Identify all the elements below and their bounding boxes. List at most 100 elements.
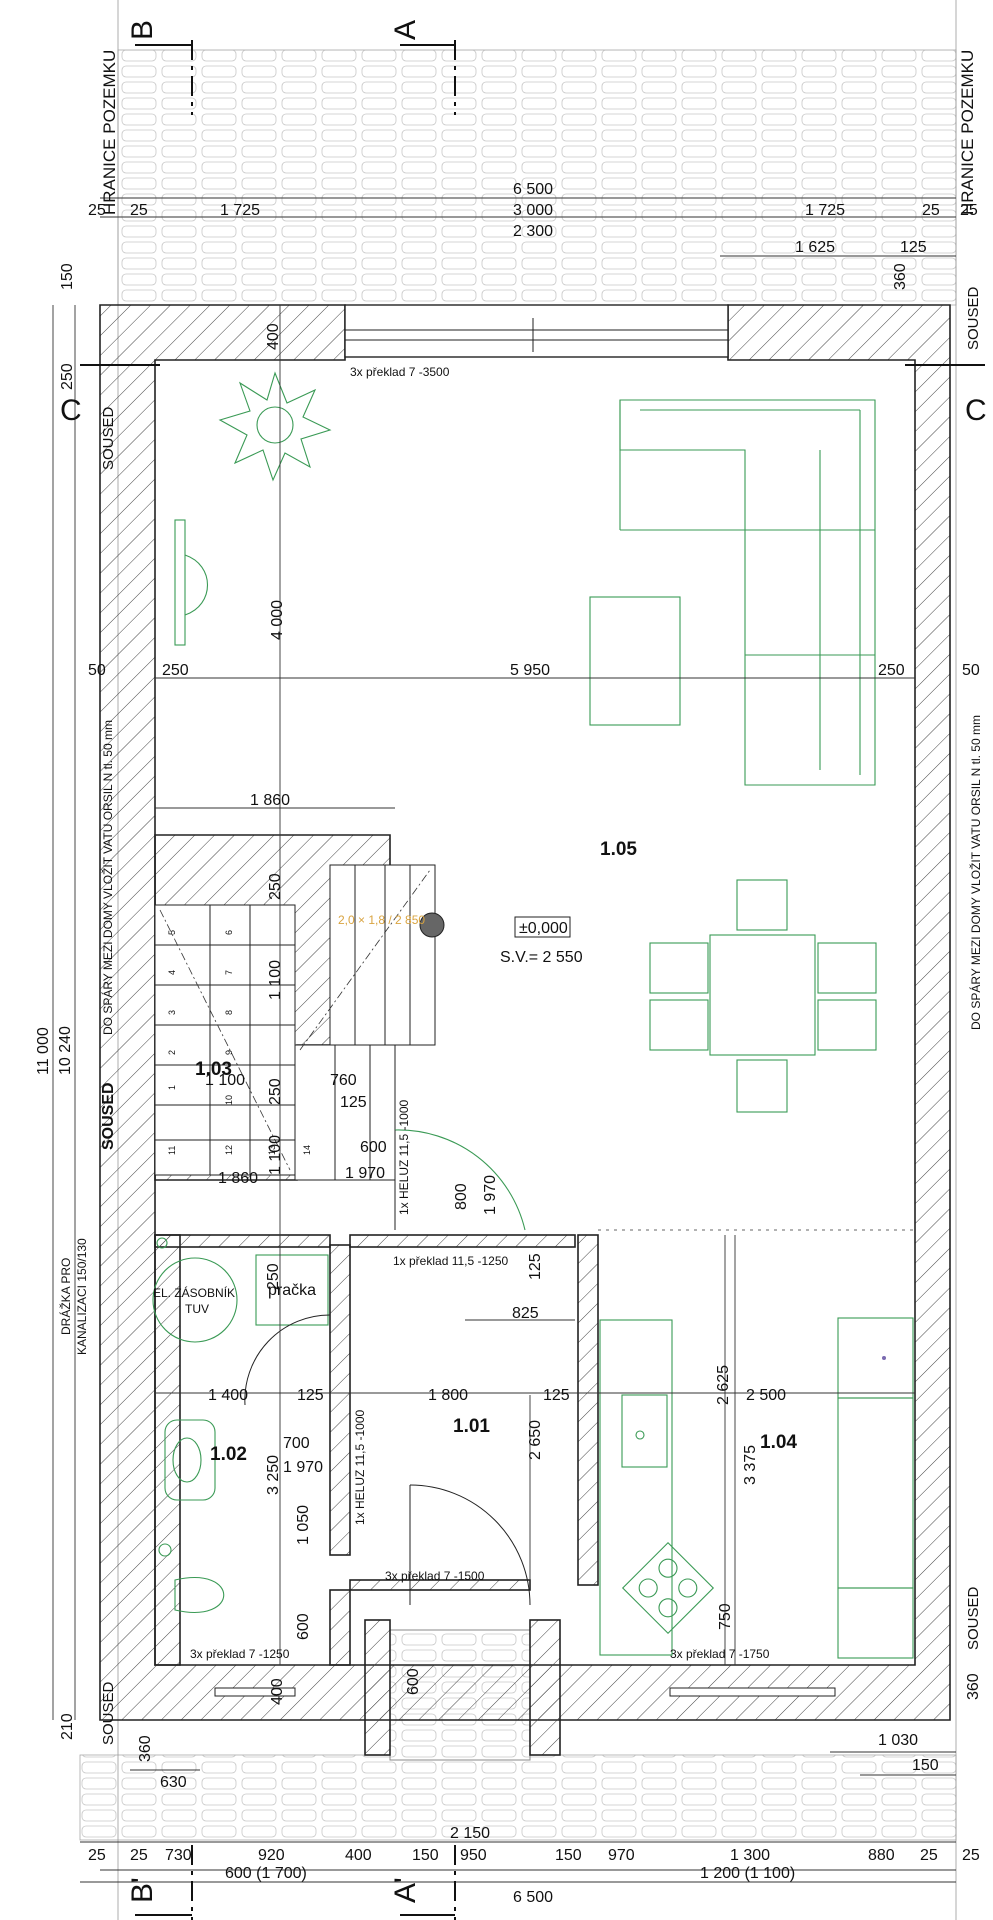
washer-label: pračka [268,1282,316,1299]
dim-row-50b: 50 [962,662,980,679]
terrace-paving-bottom [79,1754,957,1841]
room-105: 1.05 [600,839,637,860]
dim-top-1725a: 1 725 [220,202,260,219]
stair-height: S.V.= 2 550 [500,949,583,966]
dim-b-1300: 1 300 [730,1847,770,1864]
heluz-2: 1x HELUZ 11,5 -1000 [353,1410,367,1525]
dim-b-25d: 25 [962,1847,980,1864]
stair-step-6: 6 [224,930,234,935]
dim-b-total: 6 500 [513,1889,553,1906]
plot-boundary-left: HRANICE POZEMKU [100,50,119,215]
dim-row-250a: 250 [162,662,189,679]
dim-b-400: 400 [345,1847,372,1864]
gap-note-left: DO SPÁRY MEZI DOMY VLOŽIT VATU ORSIL N t… [100,720,115,1035]
stair-step-2: 2 [167,1050,177,1055]
dim-r-2625: 2 625 [715,1365,732,1405]
stair-step-11: 11 [167,1146,177,1155]
room-102: 1.02 [210,1444,247,1465]
dim-b-950: 950 [460,1847,487,1864]
dim-top-1725b: 1 725 [805,202,845,219]
dim-b-630: 630 [160,1774,187,1791]
dim-top-25a: 25 [88,202,106,219]
dim-s-760: 760 [330,1072,357,1089]
dim-b-730: 730 [165,1847,192,1864]
dim-s-600: 600 [360,1139,387,1156]
dim-b-210: 210 [59,1713,76,1740]
dim-top-400: 400 [265,323,282,350]
dim-top-1625: 1 625 [795,239,835,256]
dim-row-50a: 50 [88,662,106,679]
dim-left-150: 150 [59,263,76,290]
dim-s-1970b: 1 970 [482,1175,499,1215]
window-bottom-left [214,1687,296,1697]
stair-step-12: 12 [224,1145,234,1155]
dim-top-2300: 2 300 [513,223,553,240]
dim-r-3250: 3 250 [265,1455,282,1495]
dim-825: 825 [512,1305,539,1322]
dim-r-1050: 1 050 [295,1505,312,1545]
dim-top-125: 125 [900,239,927,256]
dim-b-2150: 2 150 [450,1825,490,1842]
dim-b-150b: 150 [555,1847,582,1864]
dim-r-1800: 1 800 [428,1387,468,1404]
dim-r-125b: 125 [543,1387,570,1404]
dim-top-360: 360 [892,263,909,290]
neighbor-label-3: SOUSED [100,1681,117,1745]
dim-b-920: 920 [258,1847,285,1864]
dim-b-25a: 25 [88,1847,106,1864]
dim-125v: 125 [527,1253,544,1280]
dim-b-360: 360 [137,1735,154,1762]
dim-s-250b: 250 [267,1078,284,1105]
dim-top-25d: 25 [960,202,978,219]
tank-label-1: EL. ZÁSOBNÍK [153,1285,235,1300]
section-a-top: A [389,20,422,40]
stair-step-8: 8 [224,1010,234,1015]
stair-step-13: 13 [267,1145,277,1155]
drain-note-2: KANALIZACI 150/130 [75,1238,89,1355]
plot-boundary-right: HRANICE POZEMKU [958,50,977,215]
room-103: 1.03 [195,1059,232,1080]
dim-b-970: 970 [608,1847,635,1864]
neighbor-label-2: SOUSED [100,1082,117,1150]
room-104: 1.04 [760,1432,797,1453]
lintel-101-top: 1x překlad 11,5 -1250 [393,1254,509,1268]
dim-left-11000: 11 000 [35,1027,52,1075]
dim-left-250: 250 [59,363,76,390]
stair-step-3: 3 [167,1010,177,1015]
dim-b-150a: 150 [412,1847,439,1864]
garden-paving-top [117,49,957,306]
dim-s-1100b: 1 100 [205,1072,245,1089]
dim-r-1400: 1 400 [208,1387,248,1404]
stair-step-7: 7 [224,970,234,975]
dim-s-1100c: 1 100 [267,1135,284,1175]
dim-s-1100: 1 100 [267,960,284,1000]
stair-step-10: 10 [224,1095,234,1105]
dim-row-5950: 5 950 [510,662,550,679]
gap-note-right: DO SPÁRY MEZI DOMY VLOŽIT VATU ORSIL N t… [968,715,983,1030]
lintel-101-bottom: 3x překlad 7 -1500 [385,1569,485,1583]
dim-b-1030: 1 030 [878,1732,918,1749]
dim-r-600: 600 [295,1613,312,1640]
stair-step-5: 5 [167,930,177,935]
dim-b-25c: 25 [920,1847,938,1864]
stair-step-14: 14 [302,1145,312,1155]
dim-s-1860b: 1 860 [218,1170,258,1187]
dim-top-3000: 3 000 [513,202,553,219]
section-b-bottom: B' [126,1877,159,1903]
section-b-top: B [126,20,159,40]
dim-left-10240: 10 240 [57,1026,74,1075]
tank-label-2: TUV [185,1302,209,1316]
neighbor-label-1: SOUSED [100,406,117,470]
lintel-top: 3x překlad 7 -3500 [350,365,450,379]
dim-mid-4000: 4 000 [269,600,286,640]
stair-step-9: 9 [224,1050,234,1055]
stair-step-1: 1 [167,1085,177,1090]
dim-r-600b: 600 [405,1668,422,1695]
dim-s-250: 250 [267,873,284,900]
dim-r-3375: 3 375 [742,1445,759,1485]
section-a-bottom: A' [389,1877,422,1903]
dim-s-1970: 1 970 [345,1165,385,1182]
dim-b-25b: 25 [130,1847,148,1864]
